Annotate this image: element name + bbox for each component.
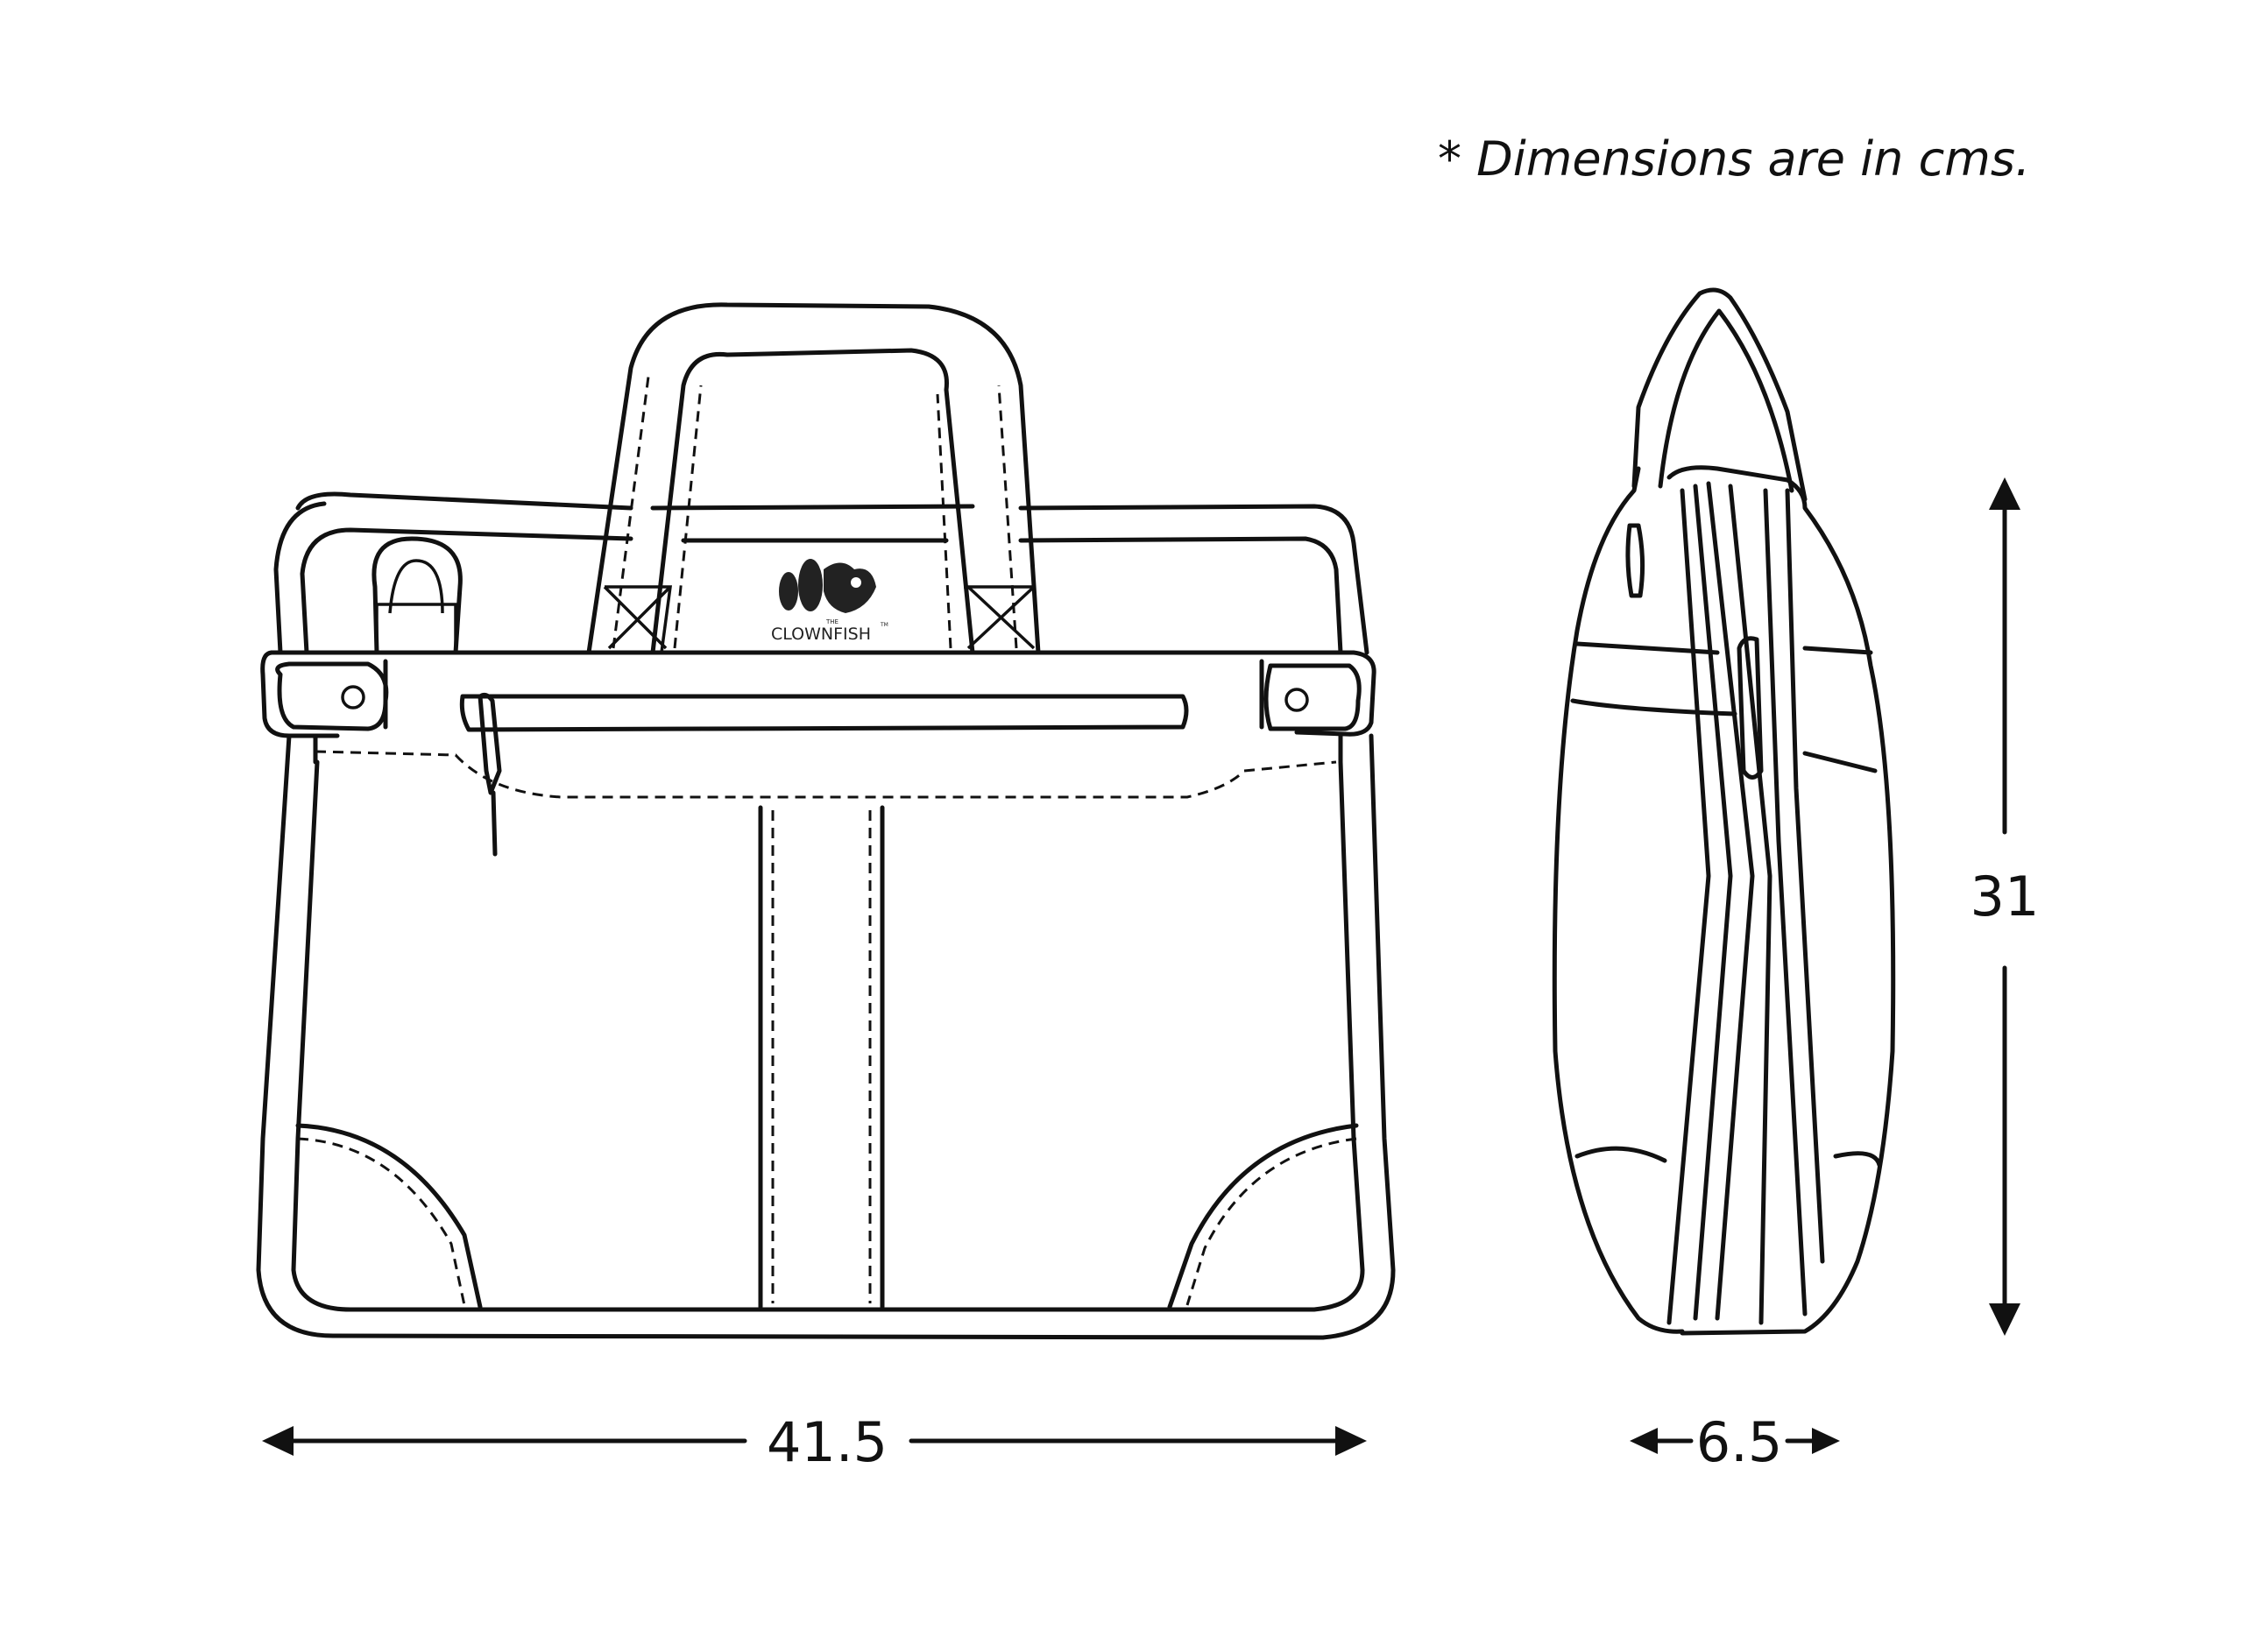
d-ring — [371, 536, 463, 655]
depth-dimension: 6.5 — [1630, 1410, 1840, 1474]
side-view — [1552, 287, 1896, 1336]
svg-text:THE: THE — [825, 618, 838, 625]
height-dimension: 31 — [1971, 477, 2040, 1336]
front-zipper — [459, 694, 1189, 732]
svg-text:TM: TM — [880, 622, 888, 628]
strap-band — [269, 650, 1376, 737]
side-zipper-pull — [1737, 636, 1764, 780]
height-label: 31 — [1971, 865, 2040, 928]
handle — [586, 302, 1041, 655]
front-view: THE CLOWNFISH TM — [256, 302, 1396, 1340]
depth-label: 6.5 — [1696, 1410, 1783, 1474]
bag-body — [256, 733, 1396, 1340]
center-stripe — [758, 805, 885, 1310]
width-label: 41.5 — [767, 1410, 888, 1474]
clownfish-logo: THE CLOWNFISH TM — [771, 559, 888, 644]
side-body — [1666, 465, 1896, 1336]
width-dimension: 41.5 — [262, 1410, 1367, 1474]
units-note: * Dimensions are in cms. — [1438, 131, 2030, 187]
logo-brand: CLOWNFISH — [771, 625, 871, 644]
